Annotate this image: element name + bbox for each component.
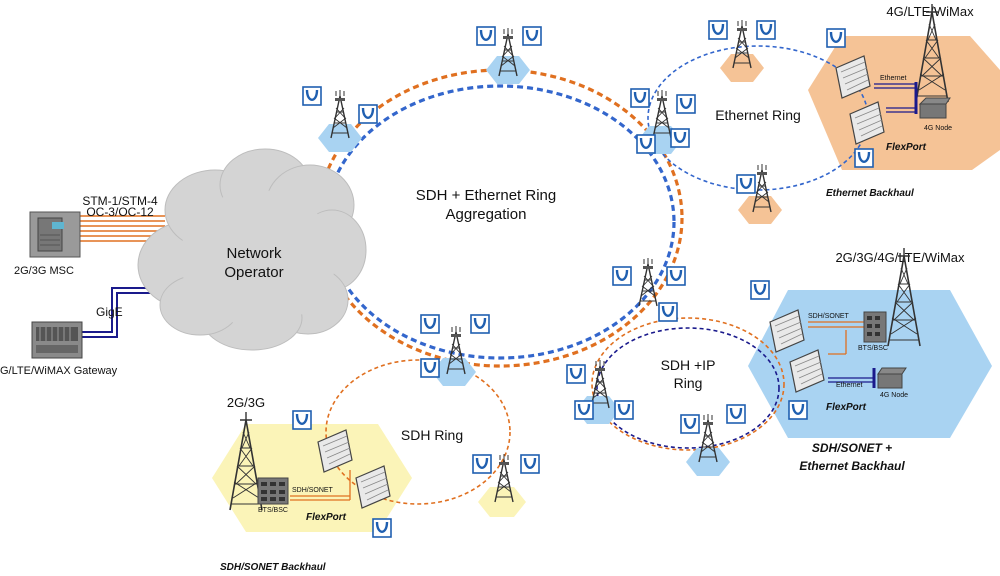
cloud-label-operator: Operator	[224, 264, 283, 281]
wireless-logo-icon	[665, 265, 687, 287]
br-ethernet-label: Ethernet	[836, 382, 863, 389]
sdh-ring	[325, 359, 511, 505]
wireless-logo-icon	[519, 453, 541, 475]
site-right-upper	[629, 87, 697, 155]
wireless-logo-icon	[825, 27, 847, 49]
aggregation-ring-label-1: SDH + Ethernet Ring	[416, 187, 557, 204]
wireless-logo-icon	[419, 357, 441, 379]
sdh-ip-ring-orange	[591, 317, 785, 451]
wireless-logo-icon	[521, 25, 543, 47]
wireless-logo-icon	[611, 265, 633, 287]
wireless-logo-icon	[725, 403, 747, 425]
aggregation-ring-orange	[316, 68, 684, 368]
wireless-logo-icon	[735, 173, 757, 195]
wireless-logo-icon	[749, 279, 771, 301]
site-right-lower	[611, 257, 687, 323]
aggregation-ring-blue	[324, 84, 676, 360]
site-top	[475, 25, 543, 84]
wireless-logo-icon	[755, 19, 777, 41]
wireless-logo-icon	[291, 409, 313, 431]
sdh-sonet-ethernet-equipment	[769, 247, 921, 393]
br-backhaul-label-2: Ethernet Backhaul	[799, 459, 905, 473]
sdh-ip-ring-site-bottom	[679, 403, 747, 476]
msc-server-icon	[29, 211, 81, 258]
wireless-logo-icon	[635, 133, 657, 155]
wireless-logo-icon	[675, 93, 697, 115]
sdh-ip-ring-label-2: Ring	[674, 375, 703, 391]
sdh-ip-ring-site-left	[565, 359, 635, 424]
wireless-logo-icon	[301, 85, 323, 107]
site-upper-left	[301, 85, 379, 152]
wireless-logo-icon	[629, 87, 651, 109]
stm-label-2: OC-3/OC-12	[86, 205, 154, 219]
br-node-label: 4G Node	[880, 392, 908, 399]
sdh-ring-site	[478, 487, 526, 517]
wireless-logo-icon	[657, 301, 679, 323]
br-flexport-label: FlexPort	[826, 402, 867, 413]
ethernet-ring-label: Ethernet Ring	[715, 107, 801, 123]
sdh-ring-label: SDH Ring	[401, 427, 463, 443]
wireless-logo-icon	[469, 313, 491, 335]
sdh-ip-ring-label-1: SDH +IP	[661, 357, 716, 373]
br-tech-label: 2G/3G/4G/LTE/WiMax	[835, 250, 965, 265]
wireless-logo-icon	[357, 103, 379, 125]
bl-tech-label: 2G/3G	[227, 395, 265, 410]
aggregation-ring-label-2: Aggregation	[446, 206, 527, 223]
bl-sdh-sonet-label: SDH/SONET	[292, 487, 334, 494]
site-bottom	[419, 313, 491, 386]
br-bts-label: BTS/BSC	[858, 345, 888, 352]
wireless-logo-icon	[471, 453, 493, 475]
wireless-logo-icon	[679, 413, 701, 435]
tr-flexport-label: FlexPort	[886, 142, 927, 153]
tr-backhaul-label: Ethernet Backhaul	[826, 188, 914, 199]
gateway-server-icon	[31, 321, 83, 359]
br-sdh-sonet-label: SDH/SONET	[808, 313, 850, 320]
msc-label: 2G/3G MSC	[14, 265, 74, 277]
wireless-logo-icon	[475, 25, 497, 47]
wireless-logo-icon	[419, 313, 441, 335]
wireless-logo-icon	[613, 399, 635, 421]
stm-label-1: STM-1/STM-4	[82, 194, 158, 208]
bl-backhaul-label: SDH/SONET Backhaul	[220, 562, 326, 573]
tr-node-label: 4G Node	[924, 125, 952, 132]
cloud-label-network: Network	[226, 245, 282, 262]
gige-link	[80, 287, 165, 338]
bl-bts-label: BTS/BSC	[258, 507, 288, 514]
bl-flexport-label: FlexPort	[306, 512, 347, 523]
tr-ethernet-label: Ethernet	[880, 75, 907, 82]
wireless-logo-icon	[573, 399, 595, 421]
sdh-ip-ring-navy	[596, 327, 780, 449]
ethernet-backhaul-equipment	[835, 3, 951, 145]
wireless-logo-icon	[669, 127, 691, 149]
sdh-sonet-backhaul-equipment	[229, 411, 391, 511]
network-operator-cloud	[137, 148, 367, 351]
br-backhaul-label-1: SDH/SONET +	[812, 441, 892, 455]
wireless-logo-icon	[371, 517, 393, 539]
wireless-logo-icon	[853, 147, 875, 169]
gateway-label: G/LTE/WiMAX Gateway	[0, 365, 118, 377]
wireless-logo-icon	[565, 363, 587, 385]
ethernet-ring-site-bottom	[735, 163, 782, 224]
gige-label: GigE	[96, 305, 123, 319]
wireless-logo-icon	[707, 19, 729, 41]
wireless-logo-icon	[787, 399, 809, 421]
